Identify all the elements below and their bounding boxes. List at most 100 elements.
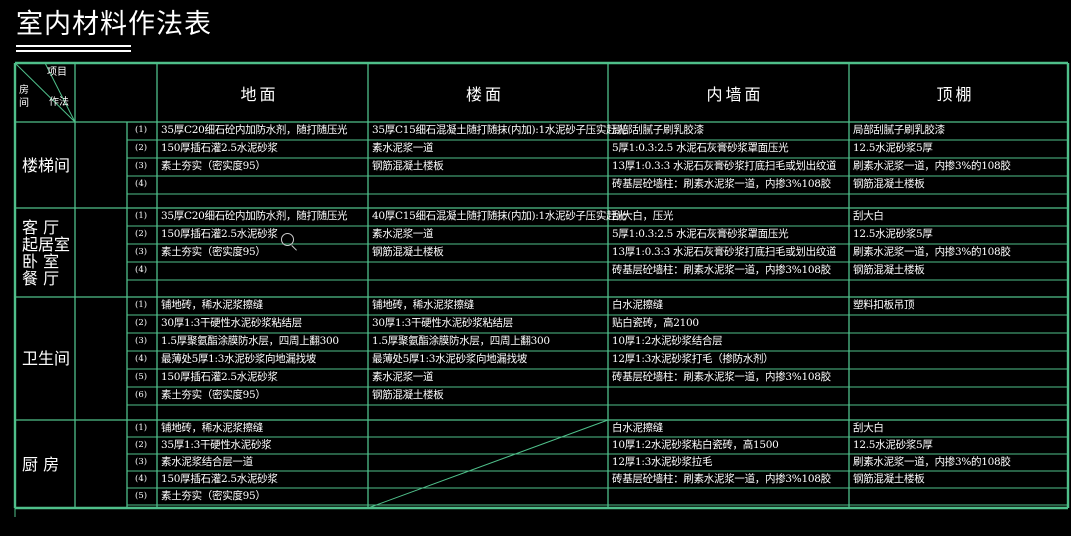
cell-text: 刮大白 [853, 210, 884, 222]
cell-text: 钢筋混凝土楼板 [372, 160, 444, 172]
cell-text: 素土夯实（密实度95） [161, 490, 266, 502]
corner-label-method: 作法 [49, 97, 69, 108]
row-index: (2) [135, 229, 148, 239]
row-index: (1) [135, 423, 148, 433]
cell-text: 素水泥浆一道 [372, 142, 434, 154]
room-name: 卧 室 [22, 251, 60, 271]
cell-text: 30厚1:3干硬性水泥砂浆粘结层 [372, 317, 513, 329]
cell-text: 150厚插石灌2.5水泥砂浆 [161, 142, 278, 154]
room-name: 起居室 [22, 234, 71, 254]
cell-text: 13厚1:0.3:3 水泥石灰膏砂浆打底扫毛或划出纹道 [612, 246, 837, 258]
corner-diagonal [44, 62, 76, 123]
cell-text: 素土夯实（密实度95） [161, 246, 266, 258]
cell-text: 砖基层砼墙柱：刷素水泥浆一道，内掺3%108胶 [612, 473, 831, 485]
column-header: 顶棚 [936, 85, 975, 104]
room-name: 卫生间 [22, 349, 71, 368]
column-header: 内墙面 [706, 85, 764, 104]
row-index: (4) [135, 354, 148, 364]
cell-text: 刮大白，压光 [612, 210, 674, 222]
cell-text: 素水泥浆一道 [372, 371, 434, 383]
cell-text: 钢筋混凝土楼板 [853, 264, 925, 276]
title-underline [16, 45, 131, 47]
cell-text: 刷素水泥浆一道，内掺3%的108胶 [853, 160, 1011, 172]
cell-text: 白水泥擦缝 [612, 299, 663, 311]
cell-text: 10厚1:2水泥砂浆粘白瓷砖，高1500 [612, 439, 779, 451]
corner-label-room: 间 [19, 98, 29, 109]
cell-text: 12厚1:3水泥砂浆打毛（掺防水剂） [612, 353, 774, 365]
cell-text: 局部刮腻子刷乳胶漆 [612, 124, 704, 136]
row-index: (6) [135, 390, 148, 400]
cell-text: 素水泥浆一道 [372, 228, 434, 240]
row-index: (4) [135, 474, 148, 484]
cell-text: 13厚1:0.3:3 水泥石灰膏砂浆打底扫毛或划出纹道 [612, 160, 837, 172]
room-name: 餐 厅 [22, 268, 60, 288]
cell-text: 150厚插石灌2.5水泥砂浆 [161, 371, 278, 383]
room-name: 客 厅 [22, 217, 60, 237]
row-index: (1) [135, 211, 148, 221]
cell-text: 刷素水泥浆一道，内掺3%的108胶 [853, 456, 1011, 468]
row-index: (2) [135, 440, 148, 450]
column-header: 楼面 [466, 85, 505, 104]
cell-text: 1.5厚聚氨酯涂膜防水层，四周上翻300 [372, 335, 550, 347]
cell-text: 砖基层砼墙柱：刷素水泥浆一道，内掺3%108胶 [612, 371, 831, 383]
row-index: (3) [135, 247, 148, 257]
row-index: (3) [135, 161, 148, 171]
cell-text: 白水泥擦缝 [612, 422, 663, 434]
title-underline-2 [16, 50, 131, 52]
cell-text: 40厚C15细石混凝土随打随抹(内加):1水泥砂子压实赶光 [372, 210, 627, 222]
row-index: (1) [135, 125, 148, 135]
not-applicable-diagonal [367, 419, 609, 509]
cell-text: 35厚C20细石砼内加防水剂，随打随压光 [161, 210, 348, 222]
cell-text: 最薄处5厚1:3水泥砂浆向地漏找坡 [161, 353, 316, 365]
row-index: (2) [135, 143, 148, 153]
cell-text: 12.5水泥砂浆5厚 [853, 142, 933, 154]
row-index: (2) [135, 318, 148, 328]
row-index: (1) [135, 300, 148, 310]
cell-text: 30厚1:3干硬性水泥砂浆粘结层 [161, 317, 302, 329]
cell-text: 35厚C15细石混凝土随打随抹(内加):1水泥砂子压实赶光 [372, 124, 627, 136]
cell-text: 35厚1:3干硬性水泥砂浆 [161, 439, 272, 451]
cell-text: 钢筋混凝土楼板 [372, 389, 444, 401]
cell-text: 150厚插石灌2.5水泥砂浆 [161, 228, 278, 240]
room-name: 楼梯间 [22, 155, 71, 175]
cell-text: 铺地砖，稀水泥浆擦缝 [161, 422, 263, 434]
cell-text: 12.5水泥砂浆5厚 [853, 228, 933, 240]
cell-text: 铺地砖，稀水泥浆擦缝 [372, 299, 474, 311]
cell-text: 局部刮腻子刷乳胶漆 [853, 124, 945, 136]
cell-text: 砖基层砼墙柱：刷素水泥浆一道，内掺3%108胶 [612, 264, 831, 276]
cell-text: 1.5厚聚氨酯涂膜防水层，四周上翻300 [161, 335, 339, 347]
cell-text: 素土夯实（密实度95） [161, 389, 266, 401]
cell-text: 刷素水泥浆一道，内掺3%的108胶 [853, 246, 1011, 258]
cell-text: 素水泥浆结合层一道 [161, 456, 253, 468]
row-index: (4) [135, 179, 148, 189]
cell-text: 铺地砖，稀水泥浆擦缝 [161, 299, 263, 311]
cell-text: 钢筋混凝土楼板 [853, 473, 925, 485]
row-index: (3) [135, 457, 148, 467]
cell-text: 刮大白 [853, 422, 884, 434]
cell-text: 5厚1:0.3:2.5 水泥石灰膏砂浆罩面压光 [612, 228, 789, 240]
cell-text: 砖基层砼墙柱：刷素水泥浆一道，内掺3%108胶 [612, 178, 831, 190]
cell-text: 塑料扣板吊顶 [853, 299, 915, 311]
cell-text: 钢筋混凝土楼板 [853, 178, 925, 190]
cell-text: 12.5水泥砂浆5厚 [853, 439, 933, 451]
room-name: 厨 房 [22, 454, 60, 474]
column-header: 地面 [240, 85, 279, 104]
corner-label-room: 房 [19, 85, 29, 96]
row-index: (3) [135, 336, 148, 346]
corner-diagonal [14, 62, 76, 123]
row-index: (5) [135, 372, 148, 382]
cell-text: 最薄处5厚1:3水泥砂浆向地漏找坡 [372, 353, 527, 365]
cell-text: 35厚C20细石砼内加防水剂，随打随压光 [161, 124, 348, 136]
page-title: 室内材料作法表 [16, 9, 212, 40]
corner-label-item: 项目 [47, 67, 67, 78]
cell-text: 素土夯实（密实度95） [161, 160, 266, 172]
cell-text: 150厚插石灌2.5水泥砂浆 [161, 473, 278, 485]
cell-text: 5厚1:0.3:2.5 水泥石灰膏砂浆罩面压光 [612, 142, 789, 154]
row-index: (5) [135, 491, 148, 501]
cell-text: 钢筋混凝土楼板 [372, 246, 444, 258]
magnifier-cursor-icon [281, 233, 294, 246]
cell-text: 10厚1:2水泥砂浆结合层 [612, 335, 723, 347]
row-index: (4) [135, 265, 148, 275]
cell-text: 12厚1:3水泥砂浆拉毛 [612, 456, 713, 468]
